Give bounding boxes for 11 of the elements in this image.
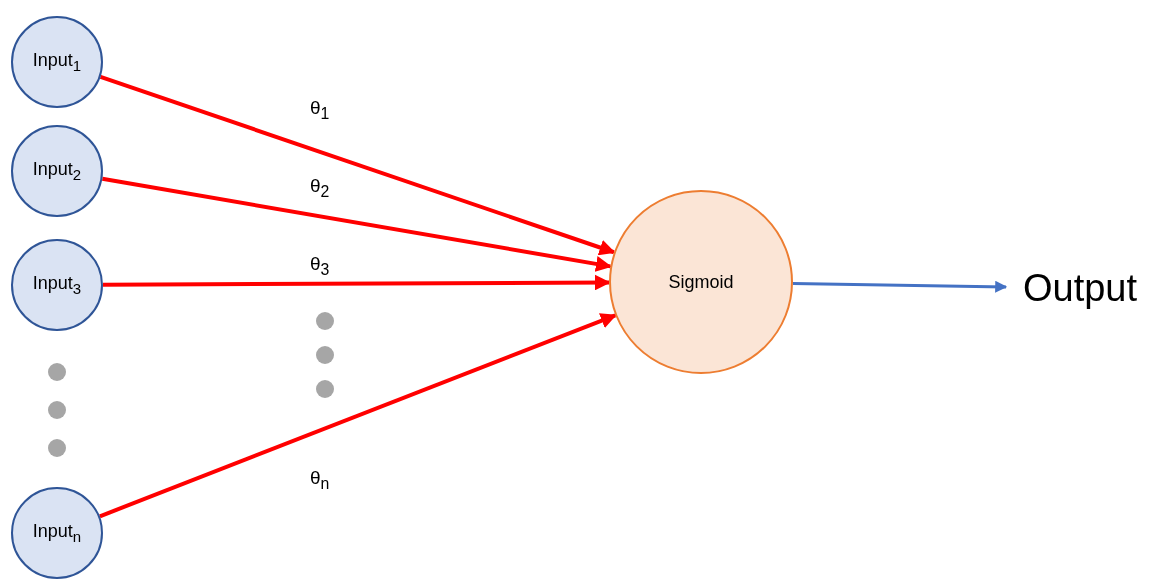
node-label: Sigmoid [668,271,734,293]
output-label: Output [1022,266,1138,310]
node-label: Input$_{1}$ [32,50,82,74]
arrow [102,176,612,272]
arrow [792,280,1008,293]
node-label: Input$_{2}$ [32,159,82,183]
arrow [99,74,616,256]
arrow [103,274,611,291]
node-label: Input$_{n}$ [32,521,82,545]
node-label: Input$_{3}$ [32,273,82,297]
arrow [99,313,617,519]
